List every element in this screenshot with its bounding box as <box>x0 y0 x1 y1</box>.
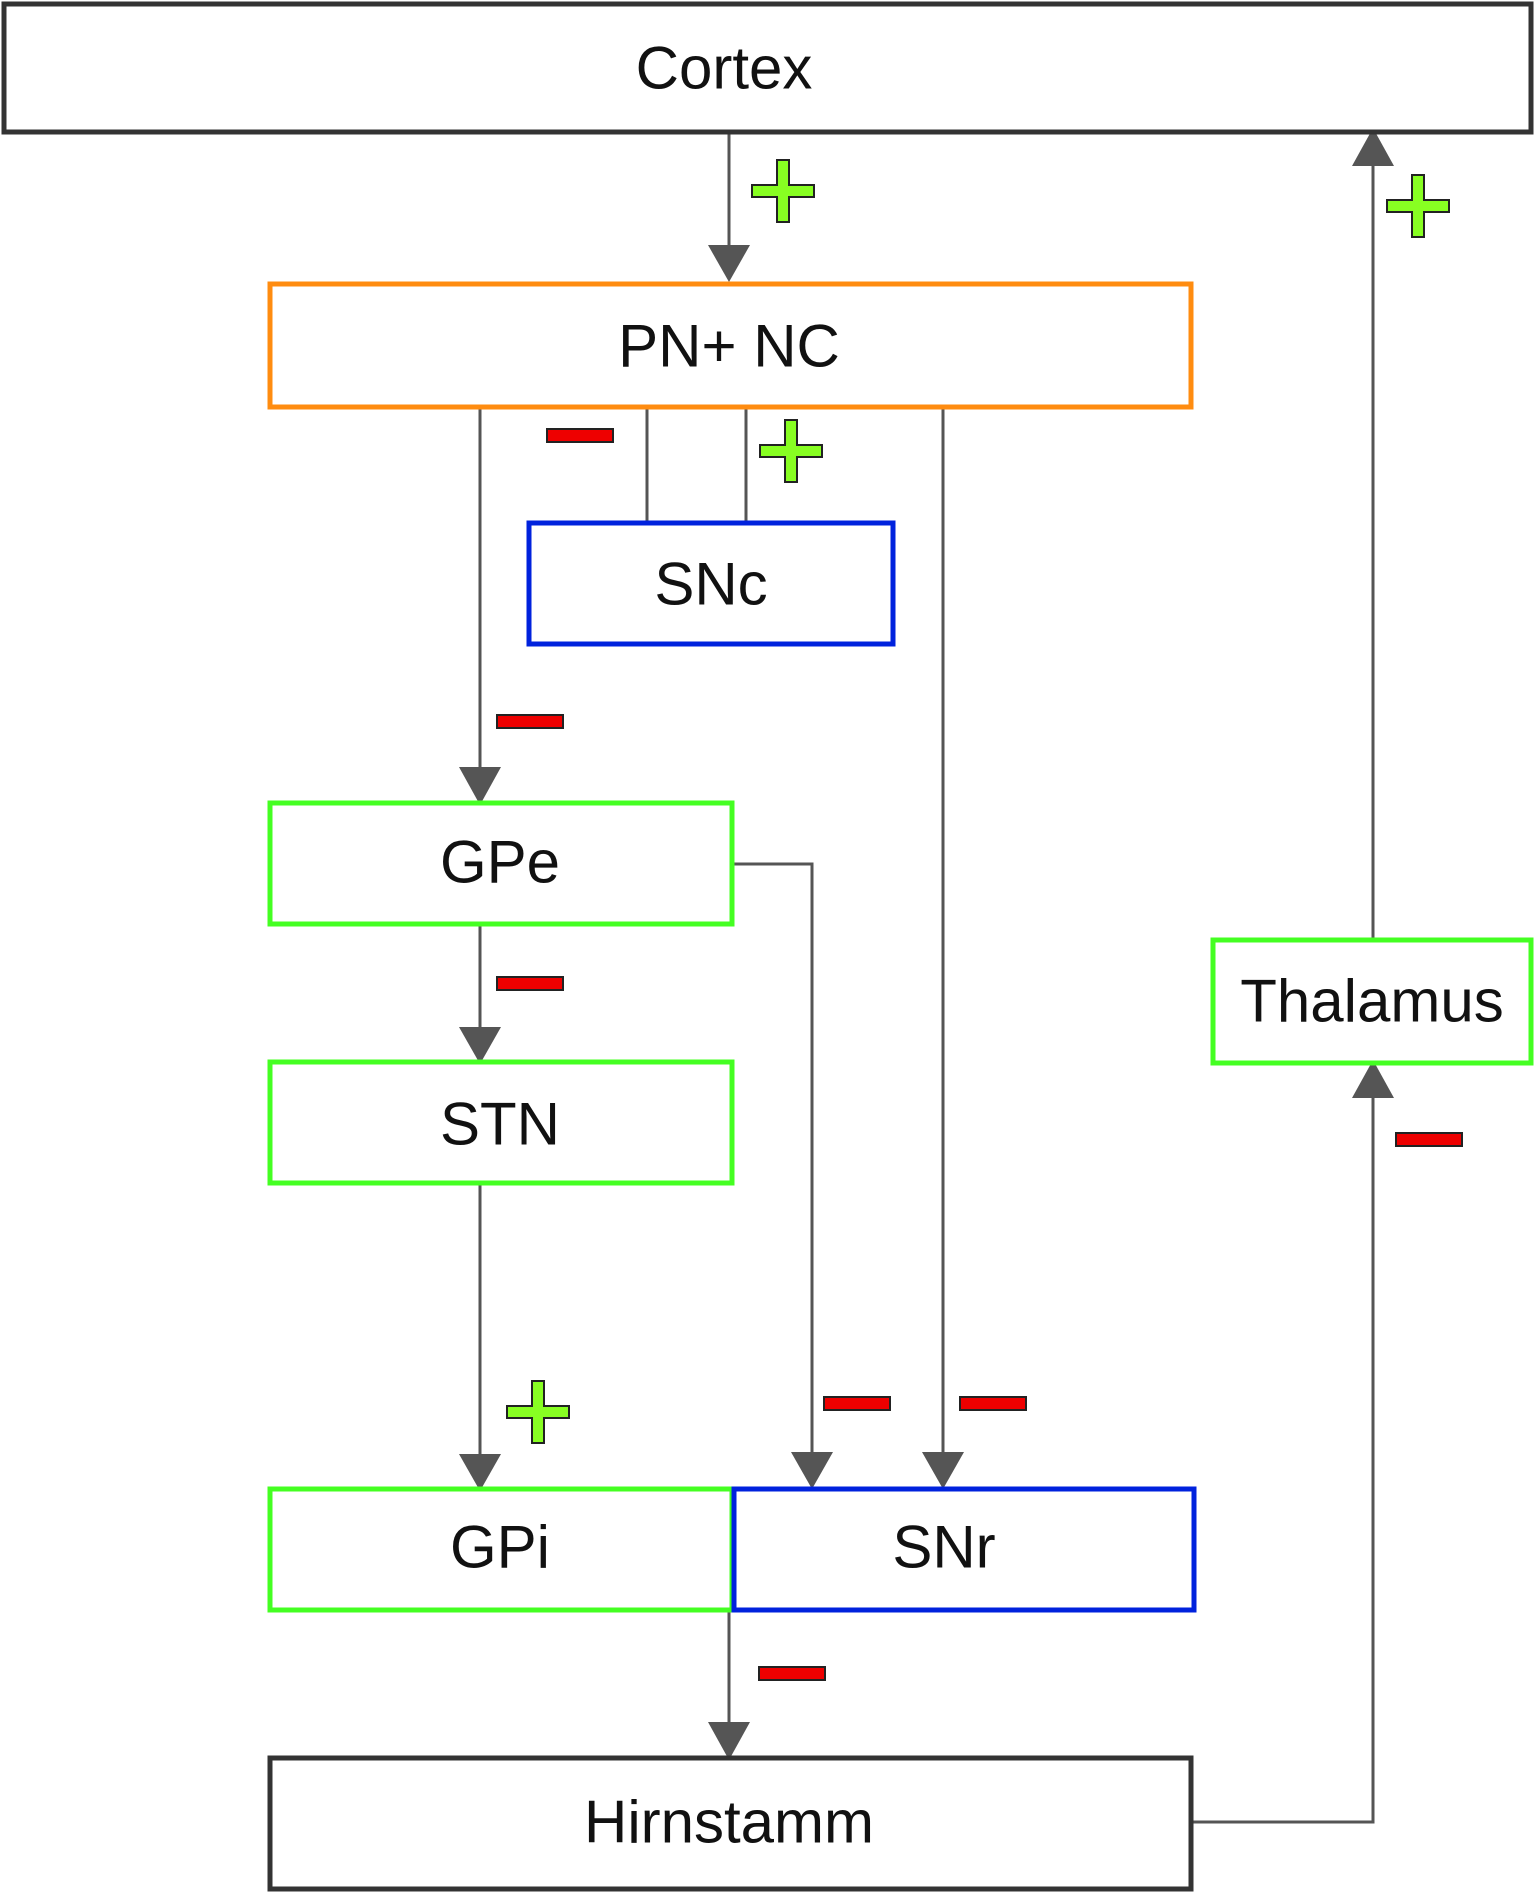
arrowhead-down-pnnc <box>708 245 750 282</box>
gpi-box <box>267 1486 735 1613</box>
pnnc-box <box>267 281 1194 410</box>
minus-sign-gpe-stn <box>496 976 564 991</box>
snr-box <box>731 1486 1197 1613</box>
stn-label: STN <box>440 1091 560 1158</box>
arrowhead-up-cortex <box>1352 128 1394 166</box>
cortex-box <box>1 1 1534 135</box>
gpe-label: GPe <box>440 829 560 896</box>
snc-label: SNc <box>654 551 767 618</box>
gpi-label: GPi <box>450 1514 550 1581</box>
arrowhead-down-gpe <box>459 767 501 805</box>
snc-box <box>526 520 896 647</box>
arrowhead-down-snr-right <box>922 1452 964 1489</box>
thalamus-box <box>1210 937 1534 1066</box>
pnnc-label: PN+ NC <box>618 313 840 380</box>
plus-sign-snc-pnnc <box>759 419 823 483</box>
minus-sign-pnnc-gpe <box>496 714 564 729</box>
arrowhead-up-thalamus <box>1352 1060 1394 1098</box>
stn-box <box>267 1059 735 1186</box>
snr-label: SNr <box>892 1514 995 1581</box>
arrowhead-down-gpi <box>459 1454 501 1491</box>
arrowhead-down-stn <box>459 1027 501 1064</box>
arrowhead-down-snr-left <box>791 1452 833 1489</box>
plus-sign-stn-gpi <box>506 1380 570 1444</box>
arrowhead-down-hirnstamm <box>708 1722 750 1760</box>
minus-sign-pnnc-snr <box>959 1396 1027 1411</box>
hirnstamm-box <box>267 1755 1194 1892</box>
plus-sign-thalamus-cortex <box>1386 174 1450 238</box>
minus-sign-hirnstamm-thalamus <box>1395 1132 1463 1147</box>
minus-sign-gpi-hirnstamm <box>758 1666 826 1681</box>
hirnstamm-label: Hirnstamm <box>584 1789 874 1856</box>
gpe-box <box>267 800 735 927</box>
plus-sign-cortex-pnnc <box>751 159 815 223</box>
cortex-label: Cortex <box>636 35 813 102</box>
minus-sign-snc-pnnc <box>546 428 614 443</box>
edge-gpe-to-snr <box>732 862 814 1455</box>
edge-hirnstamm-to-thalamus <box>1192 1093 1375 1824</box>
minus-sign-gpe-snr <box>823 1396 891 1411</box>
thalamus-label: Thalamus <box>1240 968 1503 1035</box>
